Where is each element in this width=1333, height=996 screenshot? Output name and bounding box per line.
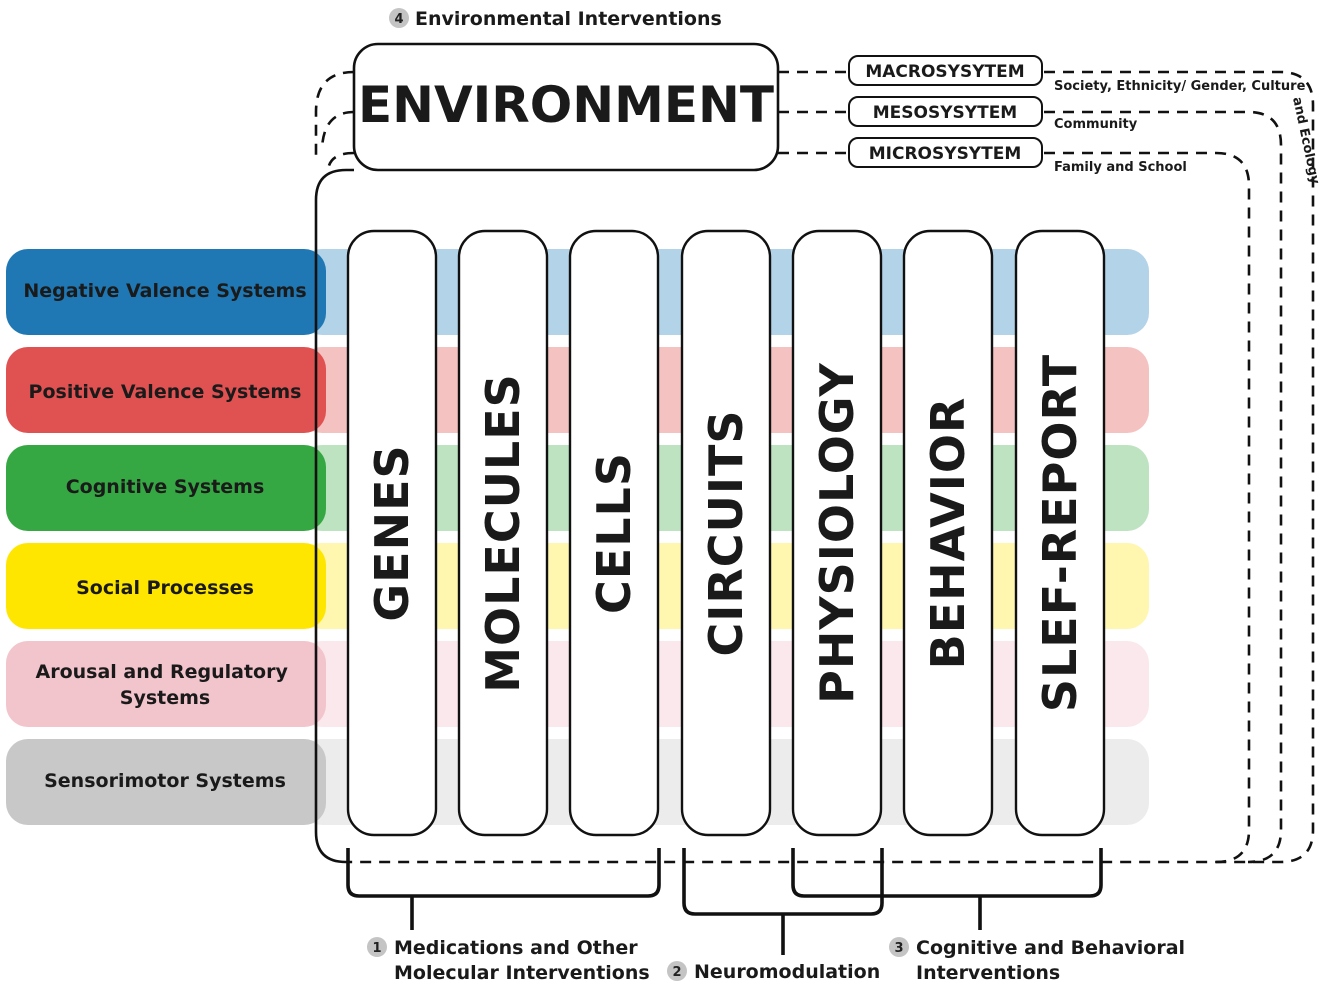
unit-label: CIRCUITS — [699, 409, 753, 656]
unit-column-genes: GENES — [346, 229, 438, 837]
unit-column-circuits: CIRCUITS — [680, 229, 772, 837]
unit-column-behavior: BEHAVIOR — [902, 229, 994, 837]
domain-tab — [6, 739, 326, 825]
intervention-number: 2 — [672, 965, 681, 980]
system-label: MACROSYSYTEM — [865, 62, 1024, 82]
microsystem-description: Family and School — [1054, 160, 1187, 175]
macrosystem-boundary — [346, 70, 1315, 864]
system-pill — [848, 137, 1043, 168]
mesosystem-boundary — [778, 110, 1283, 864]
intervention-label: Cognitive and Behavioral Interventions — [916, 937, 1192, 984]
mid-left-dashed-arc — [320, 110, 355, 149]
unit-column — [902, 229, 994, 837]
macrosystem: MACROSYSYTEM — [848, 55, 1043, 86]
unit-label: CELLS — [587, 452, 641, 614]
unit-column — [1014, 229, 1106, 837]
intervention-cognitive-behavioral: 3 Cognitive and Behavioral Interventions — [889, 937, 1192, 984]
intervention-number-badge — [667, 961, 687, 981]
unit-column — [457, 229, 549, 837]
bracket-molecular — [346, 848, 661, 930]
intervention-label: Neuromodulation — [694, 961, 880, 983]
system-pill — [848, 96, 1043, 127]
unit-label: BEHAVIOR — [921, 397, 975, 670]
domain-label: Sensorimotor Systems — [44, 770, 286, 792]
environment-box: ENVIRONMENT — [352, 42, 780, 172]
macrosystem-description: Society, Ethnicity/ Gender, Culture — [1054, 79, 1306, 94]
environment-frame — [314, 168, 354, 864]
intervention-number-badge — [389, 8, 409, 28]
unit-column — [568, 229, 660, 837]
mesosystem: MESOSYSYTEM — [848, 96, 1043, 127]
unit-column-molecules: MOLECULES — [457, 229, 549, 837]
unit-column-physiology: PHYSIOLOGY — [791, 229, 883, 837]
domain-tab — [6, 249, 326, 335]
environment-box-frame — [352, 42, 780, 172]
domain-tab — [6, 641, 326, 727]
unit-column-cells: CELLS — [568, 229, 660, 837]
intervention-number: 1 — [372, 941, 381, 956]
unit-column-self-report: SLEF-REPORT — [1014, 229, 1106, 837]
unit-label: SLEF-REPORT — [1033, 354, 1087, 712]
domain-label: Cognitive Systems — [66, 476, 265, 498]
domain-label: Positive Valence Systems — [29, 381, 302, 403]
intervention-neuromodulation: 2 Neuromodulation — [667, 961, 880, 983]
intervention-labels: 4 Environmental Interventions 1 Medicati… — [367, 8, 1192, 984]
inner-left-dashed-arc — [326, 151, 355, 171]
macrosystem-description-continued: and Ecology — [1289, 96, 1322, 186]
microsystem-boundary — [778, 151, 1251, 864]
outer-left-dashed-arc — [314, 70, 355, 160]
unit-label: GENES — [365, 444, 419, 621]
unit-column — [791, 229, 883, 837]
system-pills: MACROSYSYTEM MESOSYSYTEM MICROSYSYTEM So… — [848, 55, 1322, 186]
intervention-environmental: 4 Environmental Interventions — [389, 8, 722, 30]
unit-label: MOLECULES — [476, 373, 530, 693]
domain-tab — [6, 543, 326, 629]
intervention-number: 3 — [894, 941, 903, 956]
intervention-molecular: 1 Medications and Other Molecular Interv… — [367, 937, 650, 984]
system-label: MESOSYSYTEM — [873, 103, 1017, 123]
domain-tab — [6, 445, 326, 531]
microsystem: MICROSYSYTEM — [848, 137, 1043, 168]
intervention-number: 4 — [394, 12, 403, 27]
unit-column — [680, 229, 772, 837]
environment-system-boundaries — [314, 70, 1315, 864]
intervention-number-badge — [889, 937, 909, 957]
domain-label: Arousal and Regulatory Systems — [36, 661, 295, 709]
environment-title: ENVIRONMENT — [358, 76, 774, 134]
unit-label: PHYSIOLOGY — [810, 362, 864, 704]
domain-label: Negative Valence Systems — [23, 280, 306, 302]
bracket-cognitive-behavioral — [791, 848, 1103, 930]
unit-column — [346, 229, 438, 837]
units-of-analysis: GENES MOLECULES CELLS CIRCUITS PHYSIOLOG… — [346, 229, 1106, 837]
intervention-brackets — [346, 848, 1103, 955]
bracket-neuromodulation — [682, 848, 884, 955]
intervention-number-badge — [367, 937, 387, 957]
system-label: MICROSYSYTEM — [869, 144, 1022, 164]
system-pill — [848, 55, 1043, 86]
intervention-label: Environmental Interventions — [415, 8, 722, 30]
mesosystem-description: Community — [1054, 117, 1138, 132]
intervention-label: Medications and Other Molecular Interven… — [394, 937, 650, 984]
domain-tab — [6, 347, 326, 433]
domain-label: Social Processes — [76, 577, 254, 599]
